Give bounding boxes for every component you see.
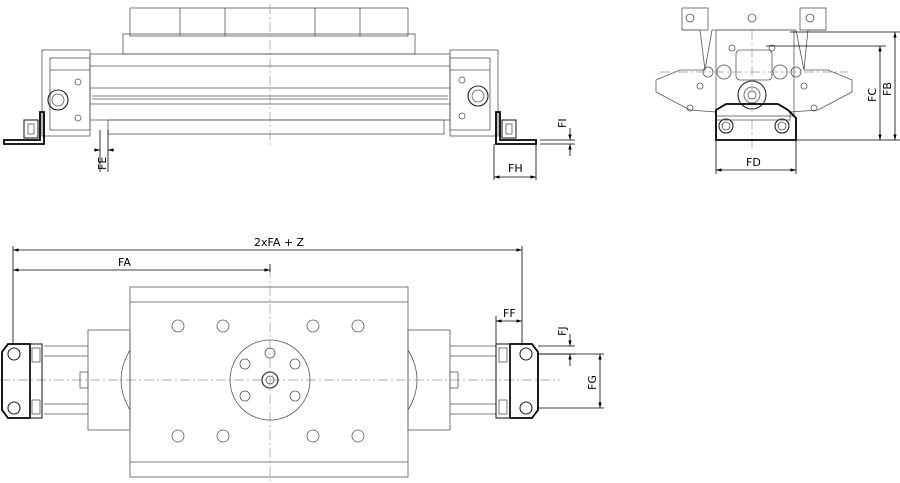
dimension-fd: FD <box>715 140 797 174</box>
dimension-fg: FG <box>538 353 604 409</box>
dimension-fb: FB <box>790 31 900 141</box>
dimension-total: 2xFA + Z <box>12 236 523 344</box>
side-view <box>3 4 537 148</box>
dimension-fi: FI <box>540 118 575 156</box>
label-fg: FG <box>586 375 599 390</box>
label-fe: FE <box>96 157 109 170</box>
label-fc: FC <box>866 88 879 102</box>
label-fj: FJ <box>556 326 569 336</box>
label-ff: FF <box>503 307 516 320</box>
top-view <box>0 268 560 483</box>
dimension-fj: FJ <box>538 326 575 366</box>
dimension-ff: FF <box>495 307 522 344</box>
label-total: 2xFA + Z <box>254 236 305 249</box>
end-view <box>655 7 853 150</box>
label-fi: FI <box>556 118 569 128</box>
label-fb: FB <box>881 82 894 96</box>
label-fa: FA <box>118 256 131 269</box>
label-fh: FH <box>508 162 523 175</box>
dimension-fh: FH <box>493 144 537 180</box>
dimension-fc: FC <box>766 45 886 141</box>
dimension-fe: FE <box>94 130 114 172</box>
carriage-holes <box>171 319 365 443</box>
label-fd: FD <box>746 156 761 169</box>
dimension-fa: FA <box>13 256 271 272</box>
